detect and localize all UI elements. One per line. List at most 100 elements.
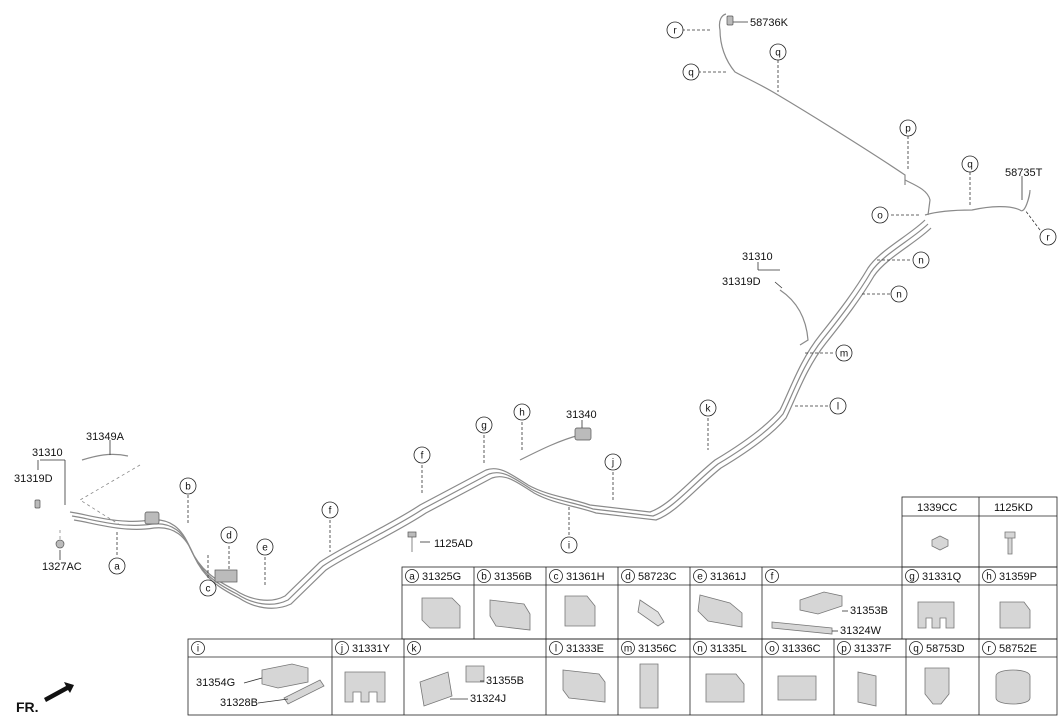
- legend-code-31325G: 31325G: [422, 571, 461, 583]
- clip-k-lower-sketch: [419, 671, 453, 707]
- callout-r: r: [666, 21, 684, 39]
- callout-circle: [961, 155, 979, 173]
- callout-d: d: [220, 526, 238, 544]
- callout-circle: [769, 43, 787, 61]
- callout-circle: [256, 538, 274, 556]
- legend-letter-circle: [335, 641, 349, 655]
- legend-letter-circle: [477, 569, 491, 583]
- callout-letter: l: [837, 402, 839, 413]
- callout-circle: [890, 285, 908, 303]
- legend-bottom-header-q: q 58753D: [909, 641, 965, 655]
- callout-letter: f: [421, 451, 424, 462]
- callout-q: q: [769, 43, 787, 61]
- callout-circle: [199, 579, 217, 597]
- sub-31354G: 31354G: [196, 677, 235, 689]
- callout-circle: [604, 453, 622, 471]
- clip-h-sketch: [999, 601, 1031, 629]
- label-1125AD: 1125AD: [434, 538, 473, 550]
- legend-code-31335L: 31335L: [710, 643, 747, 655]
- front-direction-indicator: FR.: [16, 682, 74, 715]
- callout-circle: [475, 416, 493, 434]
- sub-31328B: 31328B: [220, 697, 258, 709]
- callout-o: o: [871, 206, 889, 224]
- legend-letter: l: [555, 644, 557, 655]
- legend-code-58723C: 58723C: [638, 571, 677, 583]
- callout-circle: [829, 397, 847, 415]
- callout-letter: r: [1046, 233, 1050, 244]
- legend-letter: k: [412, 644, 418, 655]
- callout-circle: [413, 446, 431, 464]
- callout-letter: d: [226, 531, 232, 542]
- legend-code-31356B: 31356B: [494, 571, 532, 583]
- label-31319D-upper: 31319D: [722, 276, 761, 288]
- legend-top-header-h: h 31359P: [982, 569, 1037, 583]
- legend-code-31337F: 31337F: [854, 643, 892, 655]
- part-labels: 58736K 58735T 31310 31319D 31340 31349A …: [14, 17, 1043, 573]
- legend-letter: c: [554, 572, 559, 583]
- callout-circle: [108, 557, 126, 575]
- callout-letter: k: [706, 404, 712, 415]
- legend-letter: h: [986, 572, 992, 583]
- callout-letter: i: [568, 541, 570, 552]
- callout-circle: [682, 63, 700, 81]
- legend-part-sketches: [261, 531, 1031, 709]
- legend-code-31359P: 31359P: [999, 571, 1037, 583]
- legend-code-31361H: 31361H: [566, 571, 605, 583]
- clip-o-sketch: [777, 675, 817, 701]
- callout-letter: q: [775, 48, 781, 59]
- legend-letter-circle: [407, 641, 421, 655]
- callout-g: g: [475, 416, 493, 434]
- label-58736K: 58736K: [750, 17, 789, 29]
- callout-l: l: [829, 397, 847, 415]
- legend-letter: f: [771, 572, 774, 583]
- legend-code-31331Y: 31331Y: [352, 643, 391, 655]
- label-31340: 31340: [566, 409, 597, 421]
- callout-letter: f: [329, 506, 332, 517]
- legend-letter: d: [625, 572, 631, 583]
- callout-c: c: [199, 579, 217, 597]
- clip-f-upper-sketch: [799, 591, 843, 615]
- parts-legend: [187, 496, 1058, 716]
- legend-code-58753D: 58753D: [926, 643, 965, 655]
- callout-letter: m: [840, 349, 848, 360]
- callout-circle: [899, 119, 917, 137]
- callout-letter: c: [206, 584, 211, 595]
- sub-31355B: 31355B: [486, 675, 524, 687]
- legend-letter: n: [697, 644, 703, 655]
- legend-bottom-header-r: r 58752E: [982, 641, 1037, 655]
- callout-letter: j: [611, 458, 614, 469]
- label-58735T: 58735T: [1005, 167, 1043, 179]
- legend-letter-circle: [191, 641, 205, 655]
- callout-letter: r: [673, 26, 677, 37]
- legend-letter: r: [987, 644, 991, 655]
- callout-letter: a: [114, 562, 120, 573]
- callout-circle: [912, 251, 930, 269]
- clip-c-sketch: [564, 595, 596, 627]
- sub-31324W: 31324W: [840, 625, 882, 637]
- legend-letter: e: [697, 572, 703, 583]
- legend-letter: q: [913, 644, 919, 655]
- callout-leaders: [37, 21, 1041, 585]
- legend-extra-headers: 1339CC 1125KD: [917, 502, 1033, 514]
- label-31319D-lower: 31319D: [14, 473, 53, 485]
- callout-letter: g: [481, 421, 487, 432]
- clip-i-lower-sketch: [283, 679, 325, 705]
- legend-letter-circle: [405, 569, 419, 583]
- callout-letter: h: [519, 408, 525, 419]
- fuel-line-drawing: [59, 13, 1031, 609]
- callout-letter: p: [905, 124, 911, 135]
- sub-31353B: 31353B: [850, 605, 888, 617]
- legend-bottom-header-k: k: [407, 641, 421, 655]
- callout-n: n: [912, 251, 930, 269]
- label-1327AC: 1327AC: [42, 561, 82, 573]
- legend-top-header-c: c 31361H: [549, 569, 605, 583]
- legend-code-58752E: 58752E: [999, 643, 1037, 655]
- legend-letter-circle: [837, 641, 851, 655]
- legend-letter-circle: [621, 569, 635, 583]
